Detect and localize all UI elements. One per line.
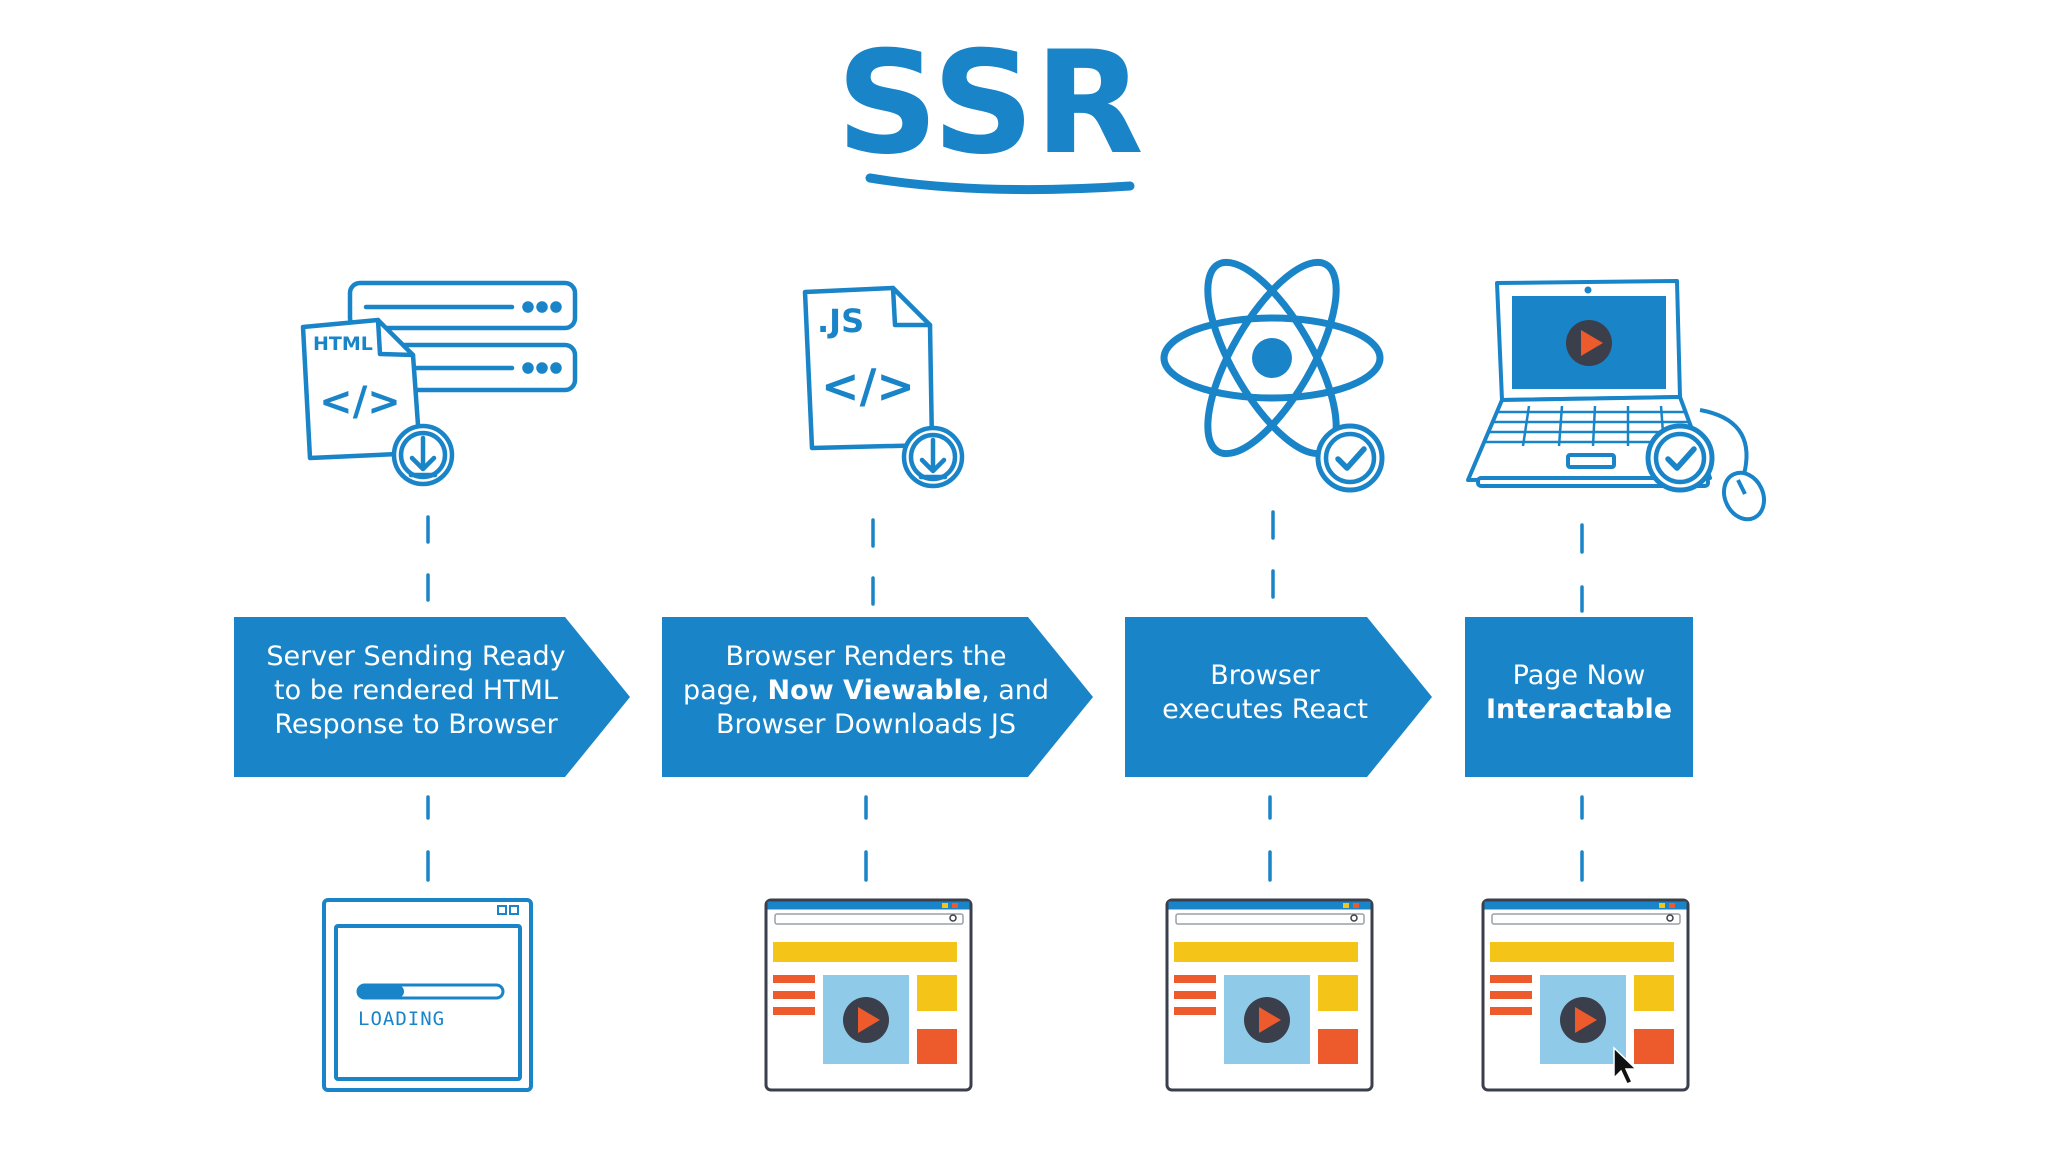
step-1-box bbox=[234, 617, 630, 777]
step-1-line-2-run-1: to be rendered HTML bbox=[274, 675, 558, 706]
step-4-box bbox=[1465, 617, 1693, 777]
loading-progress-fill bbox=[358, 985, 404, 998]
step-3-line-2-run-1: executes React bbox=[1162, 694, 1368, 725]
dashed-connectors bbox=[426, 510, 1584, 882]
html-file-label: HTML bbox=[313, 333, 373, 355]
step-4-line-1-run-1: Page Now bbox=[1513, 660, 1646, 691]
rendered-browser-window-2 bbox=[1165, 898, 1374, 1092]
html-server-download-icon bbox=[300, 280, 578, 487]
code-glyph: </> bbox=[319, 379, 401, 425]
js-file-label: .JS bbox=[817, 302, 864, 340]
laptop-check-icon bbox=[1466, 279, 1766, 522]
step-2-line-3-run-1: Browser Downloads JS bbox=[716, 709, 1016, 740]
step-3-line-1-run-1: Browser bbox=[1210, 660, 1320, 691]
step-3-box bbox=[1125, 617, 1432, 777]
step-2-line-1-run-1: Browser Renders the bbox=[725, 641, 1006, 672]
js-code-glyph: </> bbox=[821, 359, 915, 413]
react-atom-check-icon bbox=[1160, 258, 1385, 493]
step-2-line-2-run-2: Now Viewable bbox=[768, 675, 982, 706]
rendered-browser-window-1 bbox=[764, 898, 973, 1092]
step-1-line-1-run-1: Server Sending Ready bbox=[266, 641, 565, 672]
title-underline bbox=[865, 173, 1135, 195]
step-2-line-2-run-3: , and bbox=[981, 675, 1049, 706]
step-1-line-3-run-1: Response to Browser bbox=[274, 709, 558, 740]
step-2-box bbox=[662, 617, 1093, 777]
js-file-download-icon bbox=[802, 285, 965, 489]
step-2-line-2-run-1: page, bbox=[683, 675, 768, 706]
mouse-cursor-icon bbox=[1613, 1046, 1638, 1085]
loading-label: LOADING bbox=[358, 1008, 445, 1030]
step-4-line-2-run-1: Interactable bbox=[1486, 694, 1672, 725]
rendered-browser-window-3 bbox=[1481, 898, 1690, 1092]
loading-browser-window: LOADING bbox=[322, 898, 533, 1092]
page-title: SSR bbox=[836, 21, 1144, 186]
